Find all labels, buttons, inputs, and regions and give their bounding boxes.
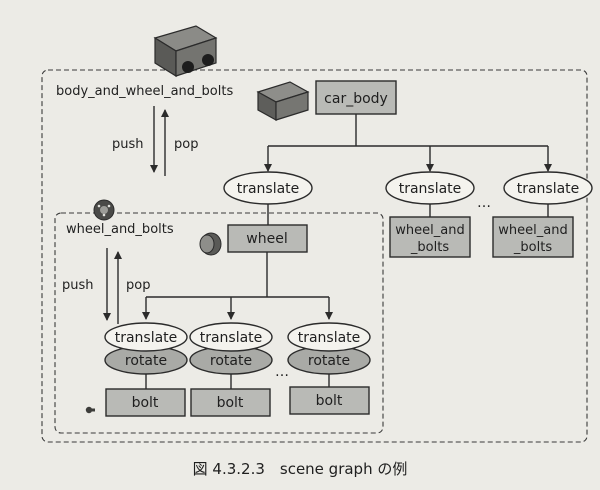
car-body-node	[315, 80, 397, 115]
translate-label-3: translate	[517, 181, 580, 197]
inner-push-label: push	[62, 278, 94, 293]
translate-label-2: translate	[399, 181, 462, 197]
wheel-cylinder-icon	[199, 232, 222, 256]
outer-pop-label: pop	[174, 137, 198, 152]
ellipsis-bottom: …	[275, 364, 289, 380]
car-body-label: car_body	[324, 91, 388, 107]
wheel-and-bolts-node-2-line2: _bolts	[410, 240, 449, 255]
wheel-bolts-icon	[93, 199, 115, 221]
outer-group-frame	[41, 69, 588, 443]
bolt-small-icon	[85, 406, 95, 414]
bolt-label-b: bolt	[217, 395, 244, 411]
inner-group-frame	[54, 212, 384, 434]
rotate-label-a: rotate	[125, 353, 167, 369]
body-and-wheel-and-bolts-label: body_and_wheel_and_bolts	[56, 84, 233, 99]
car-body-block-icon	[256, 81, 310, 122]
car-body-3d-icon	[153, 25, 218, 78]
bolt-label-a: bolt	[132, 395, 159, 411]
rotate-label-c: rotate	[308, 353, 350, 369]
translate-label-c: translate	[298, 330, 361, 346]
figure-caption: 図 4.3.2.3 scene graph の例	[193, 460, 408, 478]
wheel-label: wheel	[246, 231, 287, 247]
wheel-and-bolts-label: wheel_and_bolts	[66, 222, 174, 237]
bolt-label-c: bolt	[316, 393, 343, 409]
wheel-node	[227, 224, 308, 253]
bolt-node-c	[289, 386, 370, 415]
translate-node-c	[287, 322, 371, 352]
rotate-label-b: rotate	[210, 353, 252, 369]
translate-node-a	[104, 322, 188, 352]
outer-push-label: push	[112, 137, 144, 152]
inner-pop-label: pop	[126, 278, 150, 293]
wheel-and-bolts-node-3-line2: _bolts	[513, 240, 552, 255]
wheel-and-bolts-node-2	[389, 216, 471, 258]
wheel-and-bolts-node-3-line1: wheel_and	[498, 223, 567, 238]
translate-label-b: translate	[200, 330, 263, 346]
bolt-node-a	[105, 388, 186, 417]
translate-node-b	[189, 322, 273, 352]
wheel-and-bolts-node-2-line1: wheel_and	[395, 223, 464, 238]
translate-label-a: translate	[115, 330, 178, 346]
bolt-node-b	[190, 388, 271, 417]
ellipsis-top: …	[477, 195, 491, 211]
translate-label-1: translate	[237, 181, 300, 197]
wheel-and-bolts-node-3	[492, 216, 574, 258]
